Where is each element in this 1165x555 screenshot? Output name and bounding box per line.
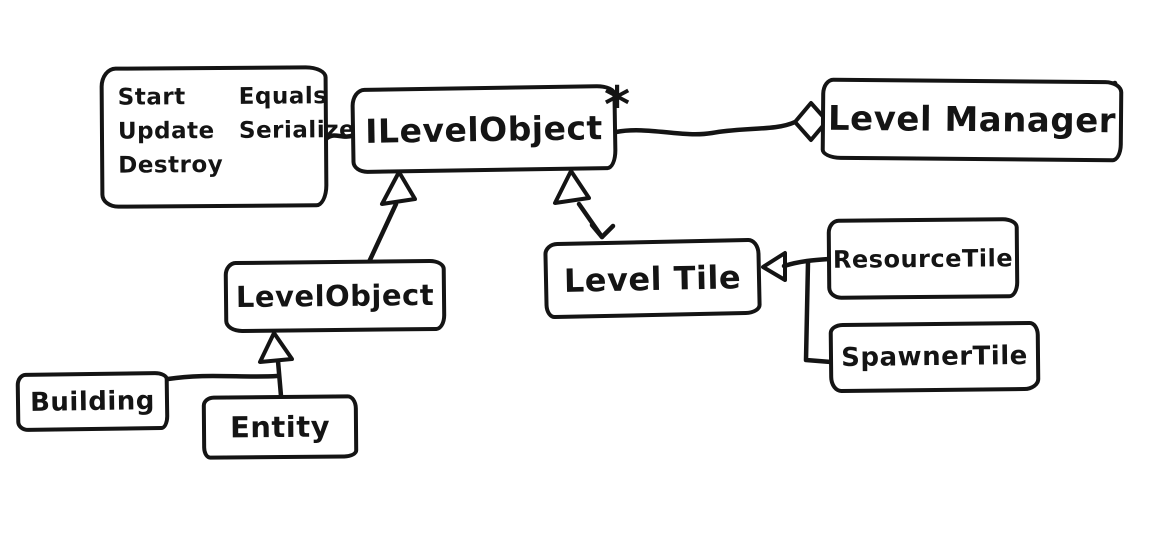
methods-columns: Start Update Destroy Equals Serialize (118, 79, 356, 183)
class-box-levelobject: LevelObject (223, 258, 447, 334)
class-name-leveltile: Level Tile (563, 257, 742, 300)
class-name-levelmanager: Level Manager (827, 98, 1117, 142)
class-box-entity: Entity (201, 394, 359, 460)
spawnertile-line (803, 259, 834, 365)
levelobject-generalization-line (366, 201, 399, 265)
interface-methods-note: Start Update Destroy Equals Serialize (99, 65, 355, 209)
class-name-building: Building (29, 385, 156, 418)
gen-arrowhead-to-ilevelobject-left (380, 170, 417, 206)
class-name-levelobject: LevelObject (235, 277, 435, 315)
class-box-spawnertile: SpawnerTile (828, 320, 1041, 394)
method-label-start: Start (117, 84, 186, 111)
class-box-resourcetile: ResourceTile (826, 217, 1020, 300)
entity-line (275, 358, 284, 399)
building-line (165, 373, 280, 382)
aggregation-line (613, 119, 798, 137)
gen-arrowhead-to-leveltile (761, 251, 787, 282)
class-name-entity: Entity (229, 409, 331, 445)
methods-column-1: Start Update Destroy (118, 80, 224, 183)
leveltile-line-end-barbs (589, 222, 616, 240)
methods-column-2: Equals Serialize (239, 79, 356, 182)
class-name-ilevelobject: ILevelObject (364, 107, 604, 151)
class-box-leveltile: Level Tile (543, 237, 762, 320)
class-name-spawnertile: SpawnerTile (841, 341, 1028, 373)
multiplicity-star: * (604, 76, 631, 134)
class-box-levelmanager: Level Manager (820, 77, 1124, 163)
method-label-destroy: Destroy (118, 151, 224, 179)
method-label-serialize: Serialize (238, 117, 356, 144)
gen-arrowhead-to-levelobject (258, 331, 294, 364)
method-label-update: Update (117, 117, 215, 145)
gen-arrowhead-to-ilevelobject-right (553, 169, 591, 205)
class-box-ilevelobject: ILevelObject (350, 83, 618, 175)
method-label-equals: Equals (238, 83, 328, 110)
class-box-building: Building (15, 370, 170, 433)
class-name-resourcetile: ResourceTile (832, 243, 1014, 274)
